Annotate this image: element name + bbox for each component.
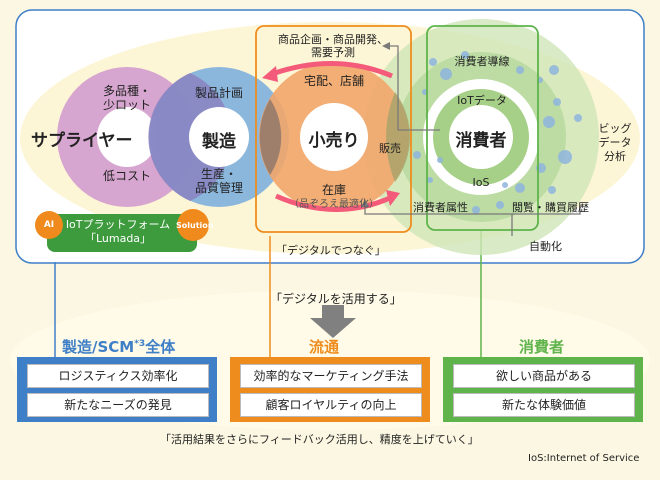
retail-label: 小売り (308, 131, 360, 151)
feedback-caption: 「活用結果をさらにフィードバック活用し、精度を上げていく」 (160, 433, 479, 446)
feedback-arrow-bottom (364, 205, 581, 215)
manufacturing-label: 製造 (202, 132, 236, 152)
ai-badge (35, 211, 63, 239)
solution-badge-label: Solution (176, 221, 214, 230)
panel-item-loyalty: 顧客ロイヤルティの向上 (240, 393, 422, 417)
production-plan-label: 製品計画 (194, 86, 243, 100)
consumer-frame (426, 25, 539, 231)
panel-title-distribution: 流通 (309, 338, 340, 356)
consumer-flow-label: 消費者導線 (454, 55, 510, 68)
panel-item-new-needs: 新たなニーズの発見 (27, 393, 209, 417)
iot-data-label: IoTデータ (457, 94, 507, 107)
cycle-arrow-bottom (274, 193, 391, 212)
retail-consumer-overlap (386, 92, 410, 182)
production-quality-label: 生産・ 品質管理 (194, 167, 243, 195)
retail-inner (300, 103, 368, 171)
supplier-label: サプライヤー (31, 131, 133, 151)
panel-item-desired-products: 欲しい商品がある (453, 364, 635, 388)
bigdata-label: ビッグ データ 分析 (598, 122, 632, 163)
ai-badge-label: AI (43, 220, 55, 230)
feedback-arrow-top (388, 45, 440, 131)
down-arrow-stem (322, 305, 344, 319)
down-arrow-head (310, 318, 356, 338)
history-label: 閲覧・購買履歴 (512, 201, 589, 214)
panel-title-manufacturing: 製造/SCM*3全体 (62, 338, 176, 356)
cycle-arrow-top (271, 61, 393, 79)
retail-frame (255, 25, 412, 233)
footnote: IoS:Internet of Service (528, 453, 640, 464)
supplier-low-cost: 低コスト (102, 169, 151, 183)
automation-label: 自動化 (529, 240, 562, 253)
supplier-inner (97, 107, 157, 167)
iot-platform-bar (47, 214, 197, 252)
supplier-many-kinds: 多品種・ 少ロット (102, 84, 151, 112)
consumer-label: 消費者 (455, 131, 507, 151)
manufacturing-retail-overlap (259, 99, 282, 175)
ios-label: IoS (472, 176, 490, 189)
sales-label: 販売 (379, 142, 401, 155)
delivery-store-label: 宅配、店舗 (303, 74, 364, 88)
inventory-label: 在庫 (321, 183, 346, 197)
utilize-caption: 「デジタルを活用する」 (270, 292, 402, 306)
iot-platform-label: IoTプラットフォーム 「Lumada」 (65, 218, 171, 245)
inventory-sub-label: （品ぞろえ最適化） (289, 199, 379, 210)
panel-item-new-experience: 新たな体験価値 (453, 393, 635, 417)
consumer-inner (449, 105, 513, 169)
connect-caption: 「デジタルでつなぐ」 (276, 244, 386, 257)
panel-item-logistics: ロジスティクス効率化 (27, 364, 209, 388)
manufacturing-inner (189, 107, 249, 167)
solution-badge (177, 209, 209, 241)
panel-item-marketing: 効率的なマーケティング手法 (240, 364, 422, 388)
panel-title-consumer: 消費者 (519, 338, 565, 356)
consumer-attr-label: 消費者属性 (413, 201, 468, 214)
product-planning-label: 商品企画・商品開発、 需要予測 (278, 33, 388, 59)
